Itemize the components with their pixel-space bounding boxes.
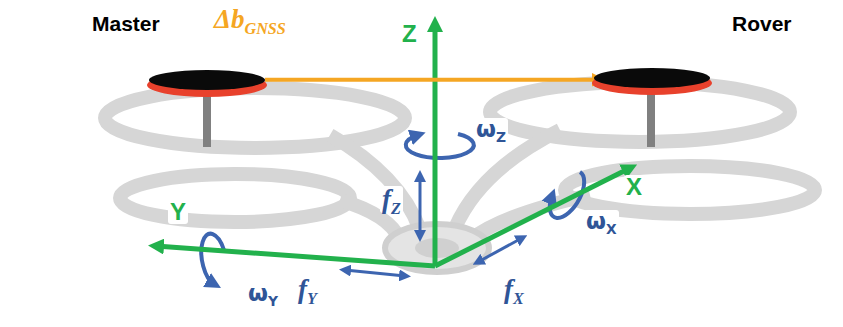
antenna-disc	[147, 68, 267, 96]
antenna-pole	[203, 92, 211, 147]
omega-label: ωX	[584, 210, 619, 233]
axis-label: Z	[400, 22, 419, 46]
rotation-arrow	[406, 134, 474, 158]
force-label: fX	[502, 276, 526, 303]
antenna-label: Rover	[732, 12, 792, 36]
antenna-label: Master	[92, 12, 160, 36]
z-axis	[433, 24, 438, 266]
omega-label: ωZ	[474, 118, 508, 141]
x-axis	[435, 168, 630, 266]
gnss-antenna: Rover	[592, 66, 712, 94]
force-arrow	[419, 176, 422, 236]
axis-label: X	[624, 175, 644, 199]
gnss-antenna: Master	[147, 68, 267, 96]
antenna-top	[594, 68, 710, 88]
force-arrow	[478, 238, 522, 262]
force-label: fZ	[380, 186, 403, 213]
force-arrow	[345, 270, 405, 276]
force-label: fY	[296, 276, 319, 303]
baseline-arrow	[265, 78, 600, 82]
baseline-label: ΔbGNSS	[212, 6, 288, 33]
axis-label: Y	[168, 200, 188, 224]
antenna-pole	[647, 92, 655, 147]
omega-label: ωY	[246, 282, 280, 305]
antenna-disc	[592, 66, 712, 94]
drone-body	[105, 82, 815, 240]
rotation-arrow	[201, 234, 224, 284]
antenna-top	[149, 70, 265, 90]
y-axis	[156, 246, 435, 266]
